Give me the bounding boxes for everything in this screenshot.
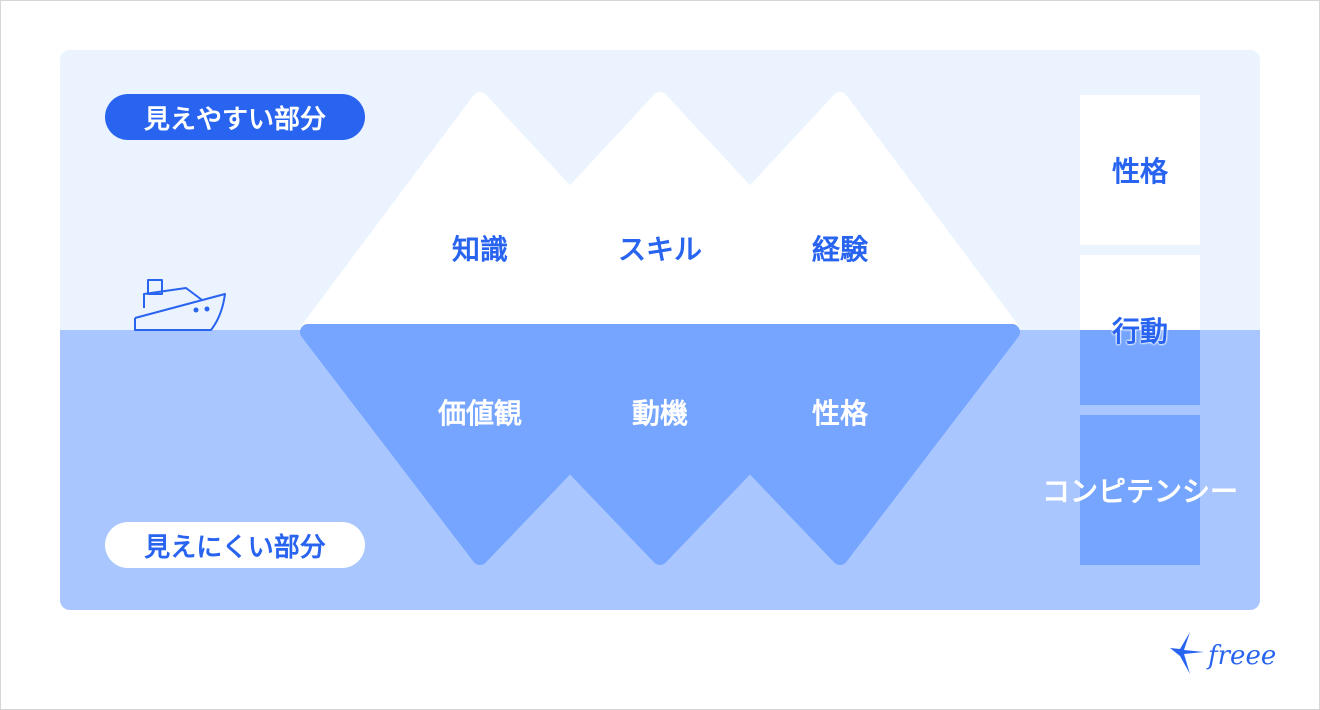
iceberg-below-water [300, 324, 1020, 565]
hidden-part-label: 見えにくい部分 [105, 522, 365, 568]
side-box-behavior [1080, 255, 1200, 405]
freee-bird-logo: freee [1170, 632, 1276, 674]
side-box-personality [1080, 95, 1200, 245]
label-skill: スキル [617, 233, 703, 266]
label-values: 価値観 [437, 397, 523, 430]
waterline-seam [300, 330, 1020, 334]
freee-logo-text: freee [1206, 641, 1276, 671]
side-box-competency [1080, 415, 1200, 565]
label-personality: 性格 [811, 397, 869, 430]
iceberg-above-water [300, 92, 1020, 338]
side-label-personality: 性格 [1111, 155, 1169, 188]
label-experience: 経験 [811, 233, 869, 266]
label-knowledge: 知識 [451, 233, 509, 266]
side-label-competency: コンピテンシー [1041, 475, 1239, 508]
visible-part-label: 見えやすい部分 [105, 94, 365, 140]
label-motivation: 動機 [631, 397, 689, 430]
side-label-behavior: 行動 [1111, 315, 1169, 348]
ship-icon [134, 279, 226, 331]
